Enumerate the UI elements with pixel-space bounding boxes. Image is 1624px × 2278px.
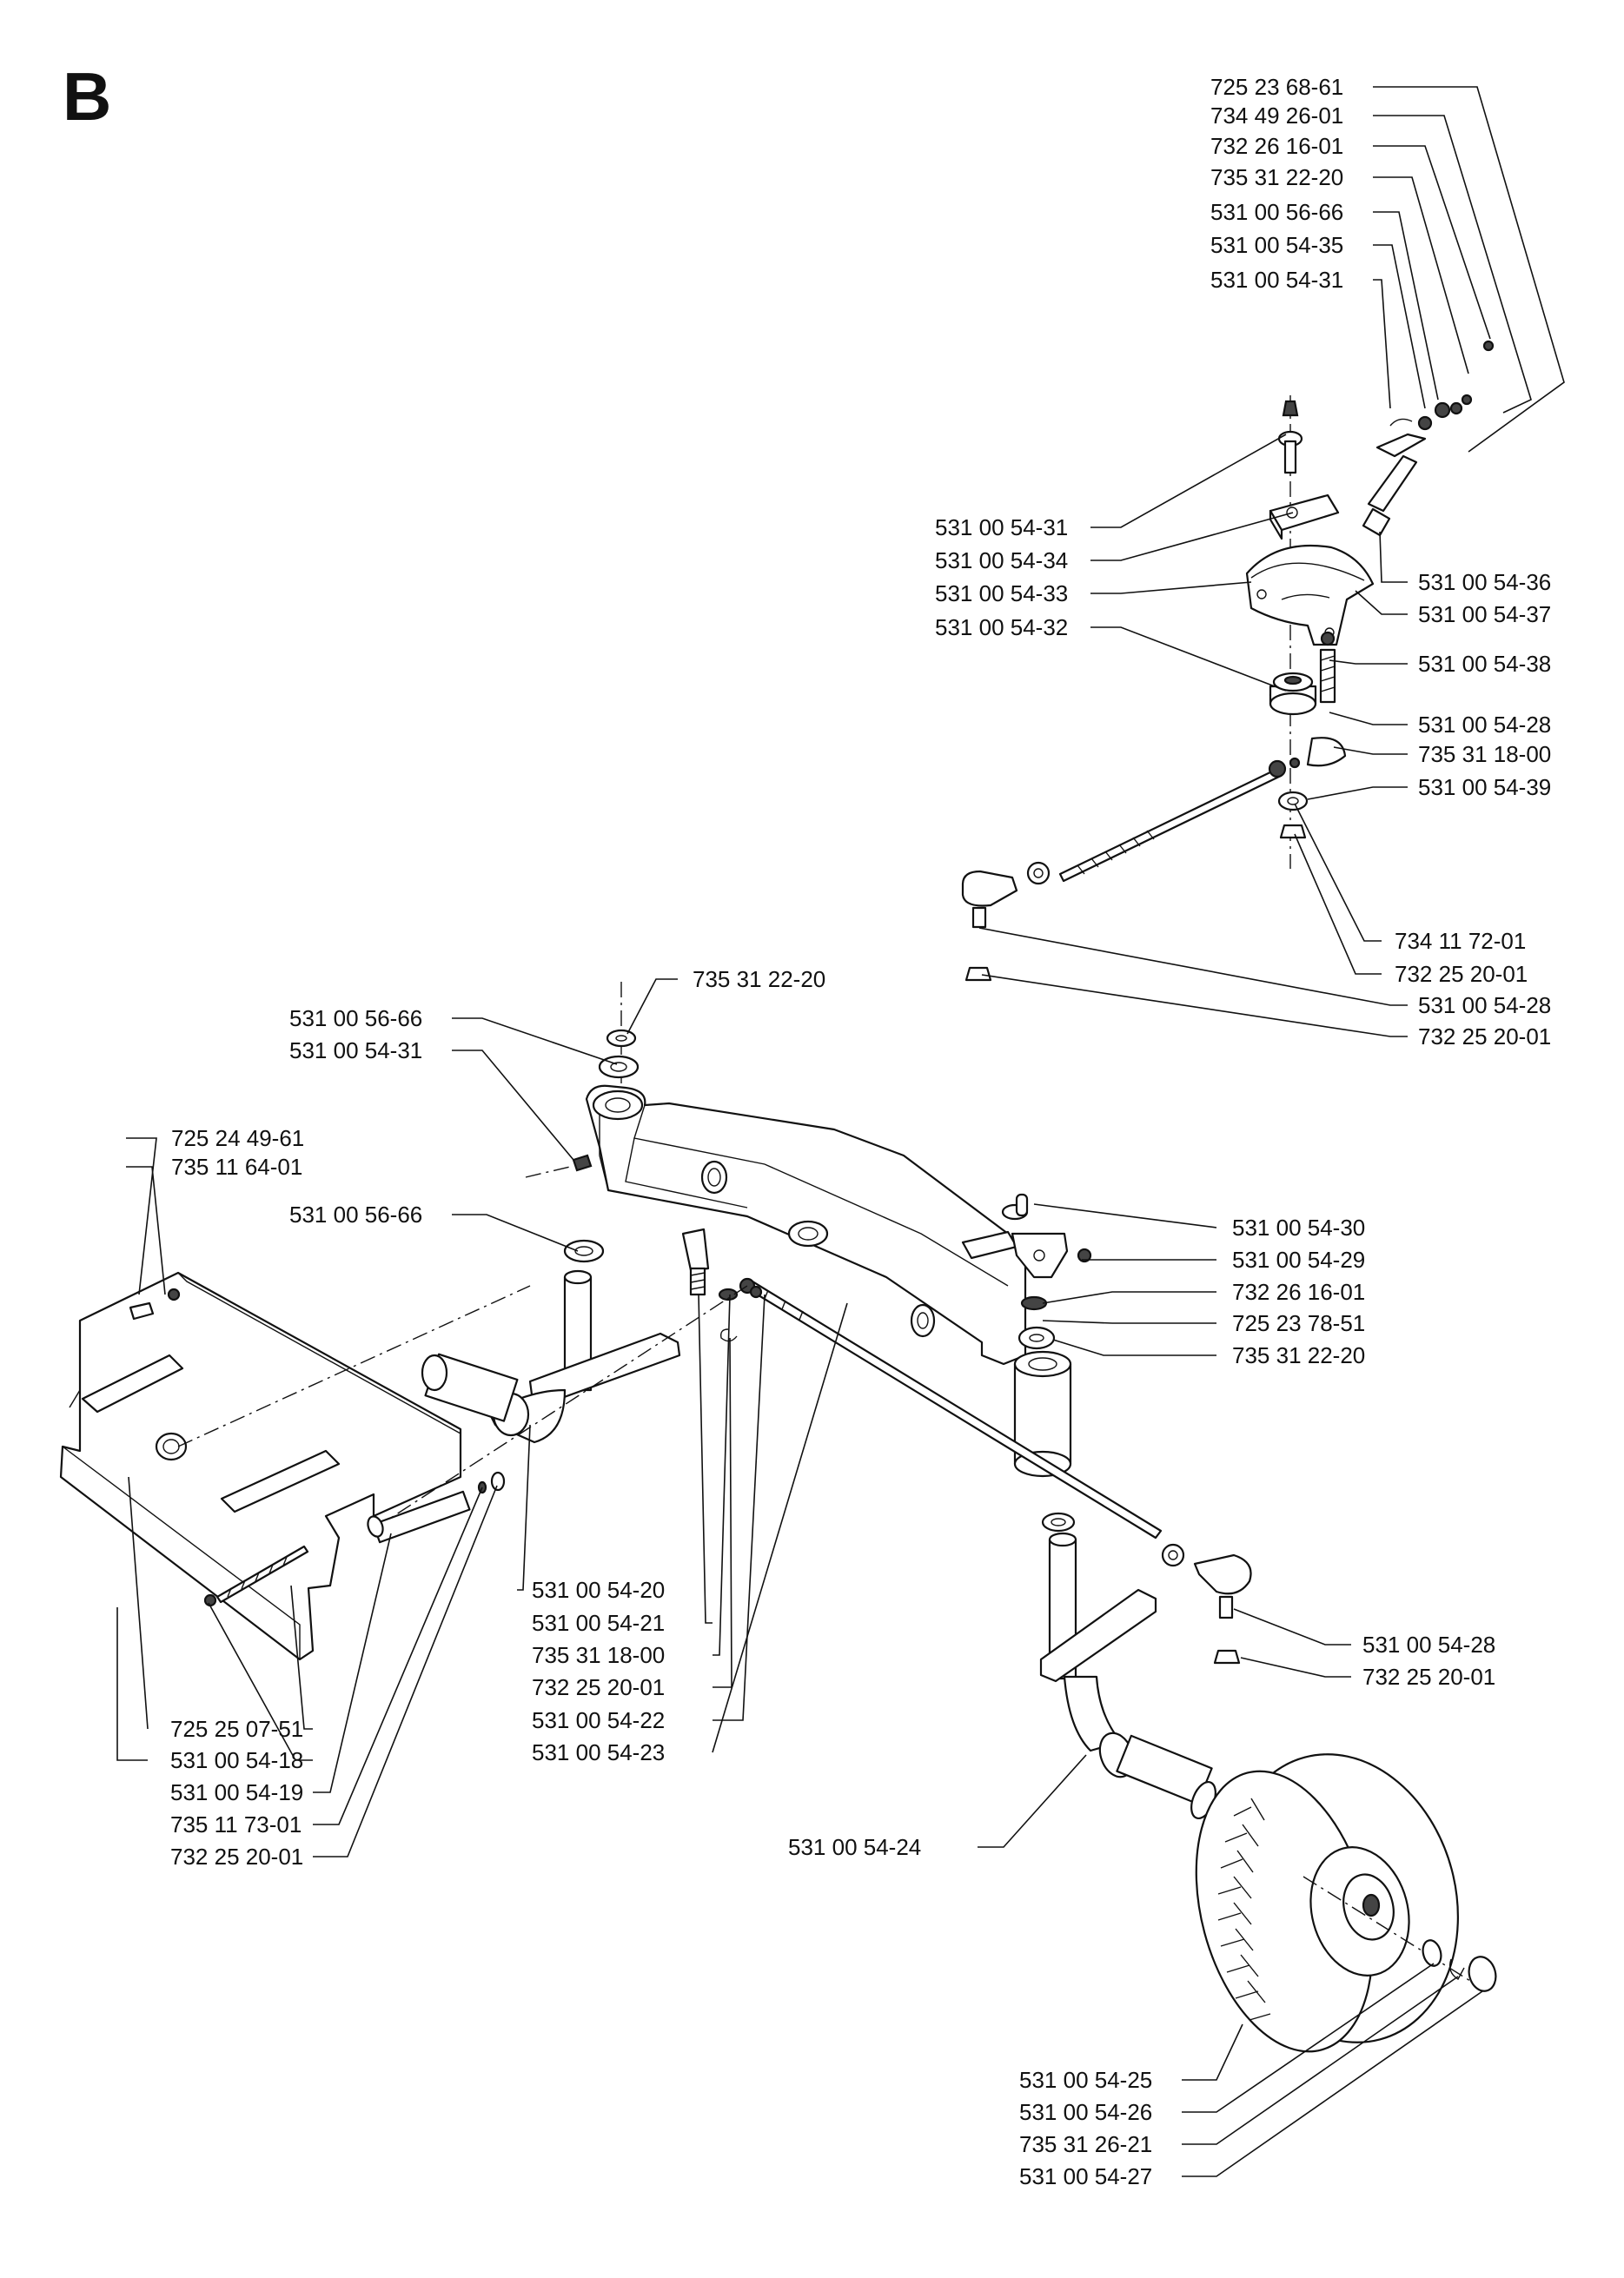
- part-label: 725 24 49-61: [171, 1125, 304, 1151]
- part-label: 732 25 20-01: [170, 1844, 303, 1870]
- part-label: 732 25 20-01: [1395, 961, 1528, 987]
- part-label: 531 00 54-35: [1210, 232, 1343, 258]
- part-label: 531 00 56-66: [289, 1202, 422, 1228]
- steering-gear-assembly: [961, 340, 1495, 982]
- part-label: 531 00 56-66: [1210, 199, 1343, 225]
- part-label: 735 31 18-00: [532, 1642, 665, 1668]
- part-label: 732 26 16-01: [1232, 1279, 1365, 1305]
- part-label: 735 31 22-20: [1232, 1342, 1365, 1368]
- part-label: 531 00 54-31: [935, 514, 1068, 540]
- part-label: 734 49 26-01: [1210, 103, 1343, 129]
- part-label: 531 00 54-21: [532, 1610, 665, 1636]
- part-label: 531 00 54-23: [532, 1739, 665, 1765]
- part-label: 531 00 54-25: [1019, 2067, 1152, 2093]
- left-spindle: [421, 1239, 681, 1444]
- part-label: 734 11 72-01: [1395, 928, 1526, 954]
- part-label: 735 11 73-01: [170, 1811, 302, 1838]
- part-label: 531 00 54-38: [1418, 651, 1551, 677]
- right-spindle-wheel: [1039, 1512, 1497, 2053]
- part-label: 531 00 54-30: [1232, 1215, 1365, 1241]
- part-label: 732 26 16-01: [1210, 133, 1343, 159]
- part-label: 531 00 54-32: [935, 614, 1068, 640]
- part-label: 531 00 54-28: [1418, 992, 1551, 1018]
- part-label: 531 00 54-29: [1232, 1247, 1365, 1273]
- part-label: 531 00 54-24: [788, 1834, 921, 1860]
- part-label: 735 31 18-00: [1418, 741, 1551, 767]
- part-label: 725 23 68-61: [1210, 74, 1343, 100]
- part-label: 531 00 54-19: [170, 1779, 303, 1805]
- part-label: 531 00 54-33: [935, 580, 1068, 606]
- part-label: 732 25 20-01: [1362, 1664, 1495, 1690]
- part-label: 531 00 54-28: [1362, 1632, 1495, 1658]
- section-title: B: [63, 58, 111, 135]
- part-label: 531 00 54-31: [1210, 267, 1343, 293]
- part-label: 531 00 54-22: [532, 1707, 665, 1733]
- part-label: 531 00 54-39: [1418, 774, 1551, 800]
- part-label: 531 00 54-27: [1019, 2163, 1152, 2189]
- part-label: 735 31 22-20: [1210, 164, 1343, 190]
- part-label: 725 23 78-51: [1232, 1310, 1365, 1336]
- part-label: 531 00 54-28: [1418, 712, 1551, 738]
- part-label: 531 00 54-26: [1019, 2099, 1152, 2125]
- part-label: 725 25 07-51: [170, 1716, 303, 1742]
- leader-lines: [116, 86, 1565, 2177]
- part-label: 531 00 54-37: [1418, 601, 1551, 627]
- part-label: 735 11 64-01: [171, 1154, 302, 1180]
- part-label: 531 00 54-20: [532, 1577, 665, 1603]
- front-axle-assembly: [525, 982, 1252, 1665]
- part-label: 732 25 20-01: [532, 1674, 665, 1700]
- part-label: 531 00 54-36: [1418, 569, 1551, 595]
- part-label: 531 00 54-34: [935, 547, 1068, 573]
- part-label: 531 00 56-66: [289, 1005, 422, 1031]
- part-label: 531 00 54-18: [170, 1747, 303, 1773]
- part-label: 732 25 20-01: [1418, 1023, 1551, 1050]
- part-label: 531 00 54-31: [289, 1037, 422, 1063]
- shield-plate: [59, 1271, 748, 1661]
- part-label: 735 31 26-21: [1019, 2131, 1152, 2157]
- part-label: 735 31 22-20: [693, 966, 825, 992]
- part-number-labels: 725 23 68-61 734 49 26-01 732 26 16-01 7…: [170, 74, 1551, 2189]
